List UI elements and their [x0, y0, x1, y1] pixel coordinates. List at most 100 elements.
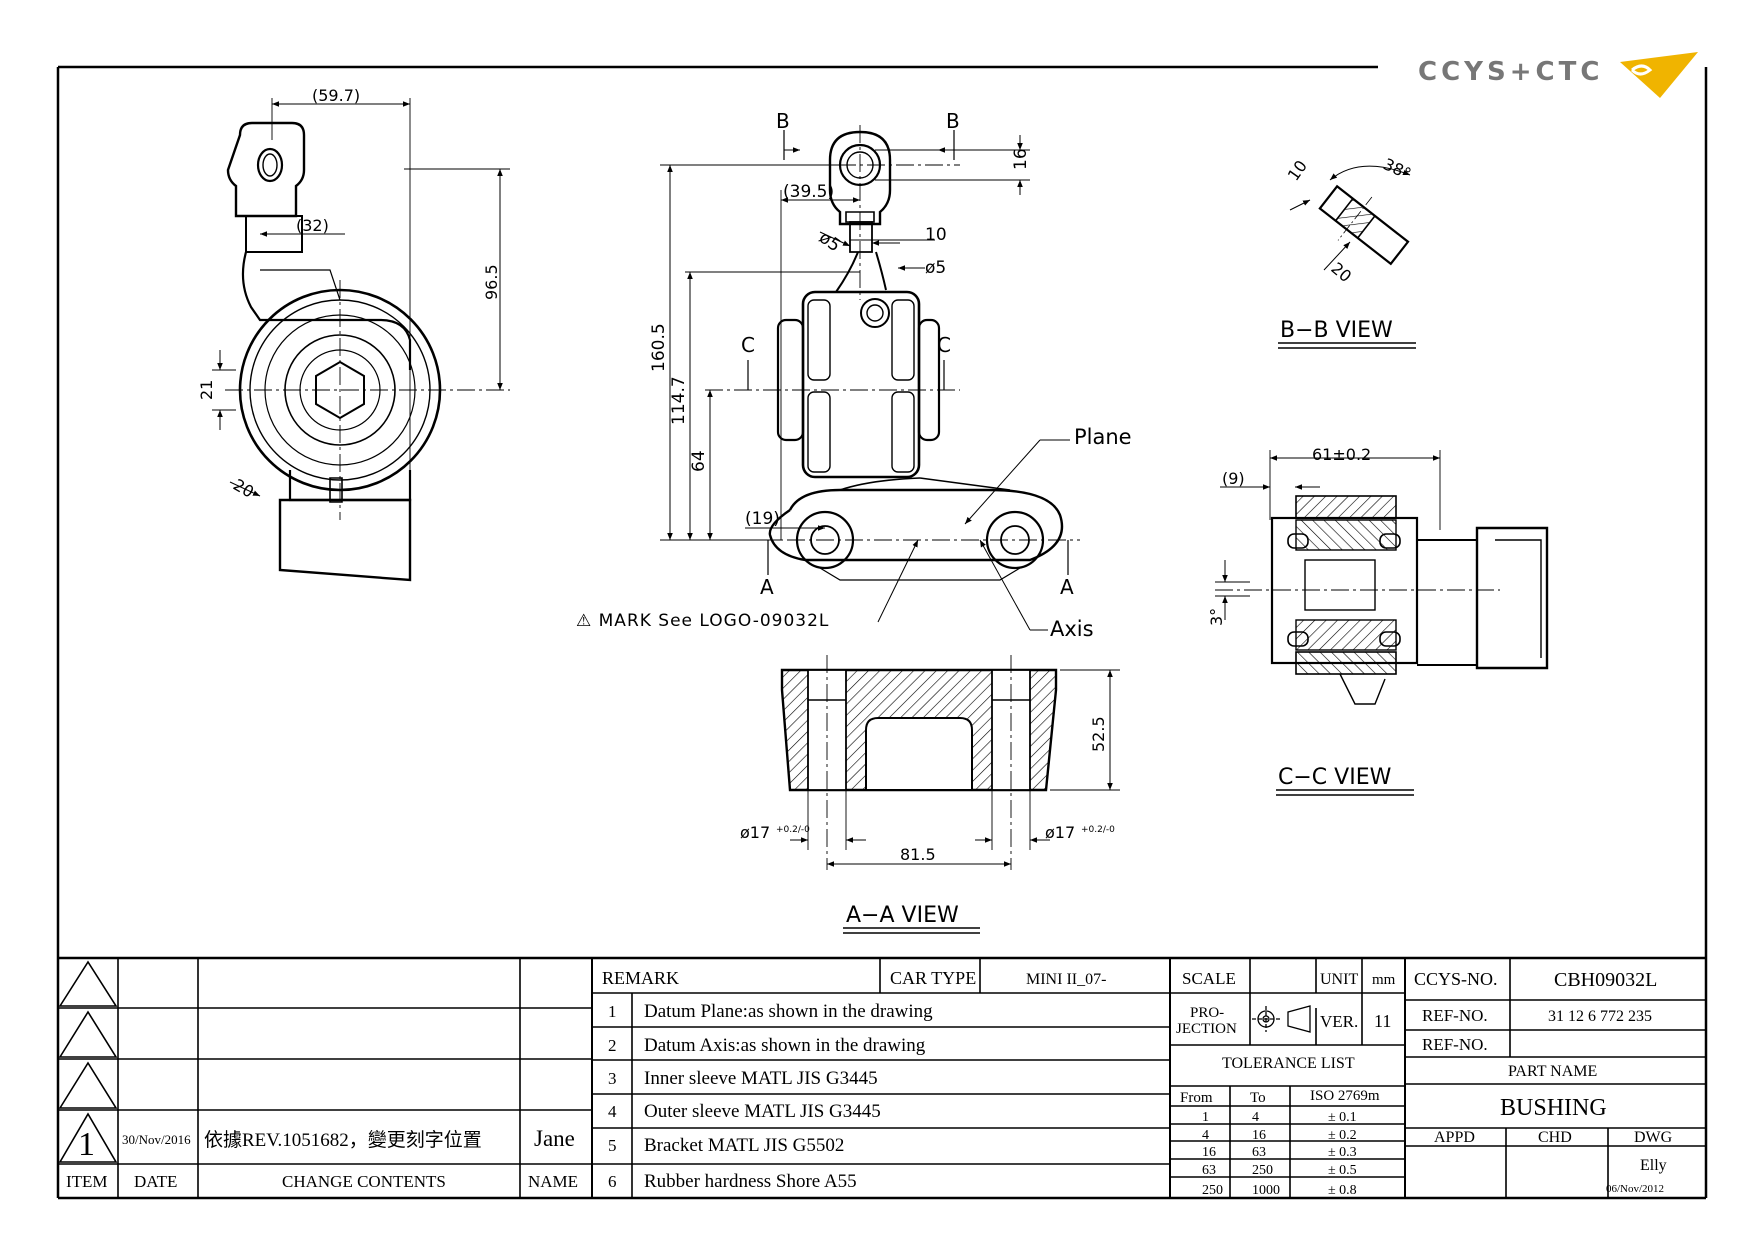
label-plane: Plane: [1074, 425, 1132, 449]
remark-number: 1: [608, 1002, 617, 1021]
remark-text: Outer sleeve MATL JIS G3445: [644, 1101, 881, 1122]
cc-view-title: C−C VIEW: [1278, 765, 1392, 790]
revision-item: 1: [78, 1126, 95, 1163]
car-type-value: MINI II_07-: [1026, 971, 1106, 988]
dim-bb-38: 38°: [1380, 154, 1414, 183]
projection-symbol-icon: [1252, 1005, 1311, 1033]
remark-text: Inner sleeve MATL JIS G3445: [644, 1068, 878, 1089]
front-view: [660, 125, 1080, 631]
part-info-block: CCYS-NO. CBH09032L REF-NO. 31 12 6 772 2…: [1414, 969, 1673, 1195]
dim-aa-phi17-right: ø17: [1045, 823, 1075, 842]
dim-16: 16: [1011, 148, 1031, 170]
header-date: DATE: [134, 1172, 177, 1191]
dim-aa-52-5: 52.5: [1089, 716, 1108, 752]
section-a-right: A: [1060, 575, 1074, 599]
remark-label: REMARK: [602, 968, 679, 988]
title-block-lines: [58, 956, 1706, 1198]
remark-text: Datum Axis:as shown in the drawing: [644, 1035, 926, 1056]
remark-number: 3: [608, 1069, 617, 1088]
revision-change: 依據REV.1051682，變更刻字位置: [204, 1129, 482, 1151]
tolerance-from: 250: [1202, 1183, 1223, 1198]
dim-114-7: 114.7: [669, 376, 689, 425]
dim-aa-phi17-left: ø17: [740, 823, 770, 842]
drawing-frame: [56, 65, 1708, 1200]
part-name-value: BUSHING: [1500, 1095, 1607, 1121]
dim-cc-9: (9): [1222, 469, 1245, 488]
ref-no2-label: REF-NO.: [1422, 1035, 1488, 1054]
appd-label: APPD: [1434, 1129, 1475, 1146]
chd-label: CHD: [1538, 1129, 1572, 1146]
dim-phi5-a: ø5: [815, 228, 844, 257]
revision-block: 1 30/Nov/2016 依據REV.1051682，變更刻字位置 Jane …: [66, 1126, 578, 1191]
label-axis: Axis: [1050, 617, 1094, 641]
tolerance-title: TOLERANCE LIST: [1222, 1055, 1355, 1072]
cc-view-labels: 61±0.2 (9) 3° C−C VIEW: [1207, 445, 1414, 796]
dim-aa-tol-left: +0.2/-0: [776, 825, 810, 835]
unit-label: UNIT: [1320, 971, 1358, 988]
dim-160-5: 160.5: [649, 323, 669, 372]
tolerance-value: ± 0.1: [1328, 1110, 1357, 1125]
cc-view: [1215, 450, 1549, 705]
dim-cc-3: 3°: [1207, 608, 1226, 626]
dwg-label: DWG: [1634, 1129, 1673, 1146]
dim-39-5: (39.5): [783, 182, 834, 202]
tolerance-value: ± 0.8: [1328, 1183, 1357, 1198]
dwg-date: 06/Nov/2012: [1606, 1183, 1664, 1195]
remark-text: Datum Plane:as shown in the drawing: [644, 1001, 933, 1022]
dim-aa-81-5: 81.5: [900, 845, 936, 864]
scale-label: SCALE: [1182, 969, 1236, 988]
tolerance-value: ± 0.5: [1328, 1163, 1357, 1178]
remark-number: 6: [608, 1172, 617, 1191]
section-c-right: C: [937, 333, 951, 357]
tolerance-from-header: From: [1180, 1090, 1213, 1106]
logo-mark-icon: [1620, 52, 1698, 98]
tolerance-to: 16: [1252, 1128, 1266, 1143]
dim-20: 20: [230, 475, 257, 502]
tolerance-to: 1000: [1252, 1183, 1280, 1198]
dim-phi5-b: ø5: [925, 258, 946, 278]
ver-label: VER.: [1320, 1012, 1358, 1031]
bb-view-title: B−B VIEW: [1280, 318, 1393, 343]
remark-block: REMARK CAR TYPE MINI II_07- 1 Datum Plane…: [602, 968, 1106, 1192]
aa-view: [780, 655, 1120, 870]
tolerance-from: 63: [1202, 1163, 1216, 1178]
ccys-no-label: CCYS-NO.: [1414, 969, 1498, 989]
section-a-left: A: [760, 575, 774, 599]
header-change-contents: CHANGE CONTENTS: [282, 1172, 446, 1191]
projection-label-1: PRO-: [1190, 1005, 1224, 1021]
tolerance-value: ± 0.3: [1328, 1145, 1357, 1160]
part-name-label: PART NAME: [1508, 1063, 1597, 1080]
bb-view: [1289, 165, 1411, 271]
ref-no-value: 31 12 6 772 235: [1548, 1008, 1652, 1025]
header-name: NAME: [528, 1172, 578, 1191]
dwg-name: Elly: [1640, 1157, 1667, 1174]
ver-value: 11: [1374, 1011, 1391, 1031]
unit-value: mm: [1372, 972, 1396, 988]
tolerance-value: ± 0.2: [1328, 1128, 1357, 1143]
remark-text: Bracket MATL JIS G5502: [644, 1135, 844, 1156]
tolerance-std-header: ISO 2769m: [1310, 1088, 1380, 1104]
dim-96-5: 96.5: [482, 264, 501, 300]
ccys-no-value: CBH09032L: [1554, 969, 1657, 991]
tolerance-block: SCALE UNIT mm PRO- JECTION VER. 11 TOLER…: [1176, 969, 1396, 1198]
ref-no-label: REF-NO.: [1422, 1006, 1488, 1025]
dim-bb-20: 20: [1327, 259, 1355, 287]
revision-date: 30/Nov/2016: [122, 1132, 191, 1147]
dim-10: 10: [925, 225, 947, 245]
mark-note: ⚠ MARK See LOGO-09032L: [576, 611, 829, 631]
revision-name: Jane: [534, 1126, 575, 1151]
dim-aa-tol-right: +0.2/-0: [1081, 825, 1115, 835]
remark-number: 4: [608, 1102, 617, 1121]
remark-number: 5: [608, 1136, 617, 1155]
tolerance-from: 1: [1202, 1110, 1209, 1125]
car-type-label: CAR TYPE: [890, 968, 976, 988]
bb-view-labels: 10 38° 20 B−B VIEW: [1278, 154, 1416, 349]
dim-bb-10: 10: [1284, 157, 1311, 185]
aa-view-title: A−A VIEW: [846, 903, 959, 928]
company-logo: CCYS+CTC: [1418, 52, 1698, 98]
dim-32: (32): [296, 216, 329, 235]
dim-cc-61: 61±0.2: [1312, 445, 1371, 464]
